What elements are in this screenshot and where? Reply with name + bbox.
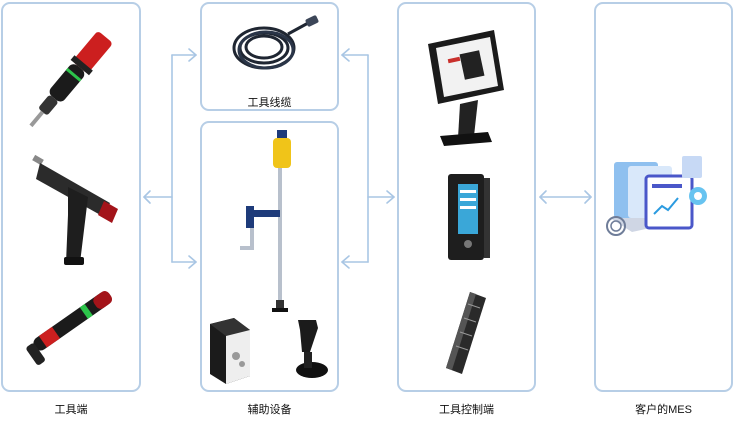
controller-tower-icon	[448, 174, 490, 260]
socket-selector-icon	[210, 318, 250, 384]
angle-nutrunner-icon	[26, 290, 113, 365]
aux-equipment-label: 辅助设备	[247, 404, 292, 416]
arrow-to-tool-end	[143, 190, 151, 204]
tool-end-label: 工具端	[54, 404, 88, 416]
mes-dashboard-icon	[606, 156, 707, 236]
screwdriver-icon	[29, 32, 112, 128]
cable-label: 工具线缆	[247, 97, 292, 109]
customer-mes-label: 客户的MES	[635, 404, 692, 416]
barcode-scanner-icon	[296, 320, 328, 378]
torque-reaction-arm-icon	[240, 130, 291, 312]
aux-equipment-panel	[200, 121, 339, 392]
pistol-grip-nutrunner-icon	[32, 154, 118, 265]
controller-module-icon	[446, 292, 486, 374]
coiled-cable-icon	[232, 15, 319, 70]
tool-controller-label: 工具控制端	[439, 404, 494, 416]
touchscreen-monitor-icon	[428, 30, 504, 146]
